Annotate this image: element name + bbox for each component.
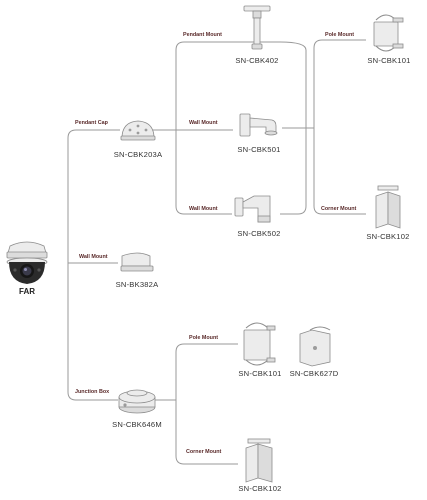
pole-mount-icon-bottom: [243, 322, 276, 366]
small-wall-mount-icon: [120, 252, 154, 272]
label-pendant-mount: Pendant Mount: [183, 32, 222, 38]
model-pendant-mount: SN-CBK402: [235, 56, 278, 65]
junction-box-icon: [118, 389, 156, 414]
connector-lines: [67, 39, 366, 465]
connector-labels: Pendant Cap Pendant Mount Wall Mount Wal…: [75, 32, 357, 455]
model-junction-box: SN-CBK646M: [112, 420, 162, 429]
label-wall-mount-c: Wall Mount: [79, 254, 108, 260]
label-pole-mount-b: Pole Mount: [189, 335, 218, 341]
model-corner-mount-top: SN-CBK102: [366, 232, 409, 241]
main-trunk-line: [67, 129, 118, 401]
ptz-dome-camera-icon: [6, 241, 48, 284]
corner-mount-icon-top: [375, 185, 401, 229]
model-pole-mount-bottom: SN-CBK101: [238, 369, 281, 378]
model-pole-mount-627: SN-CBK627D: [290, 369, 339, 378]
label-pole-mount-a: Pole Mount: [325, 32, 354, 38]
label-pendant-cap: Pendant Cap: [75, 120, 109, 126]
model-wall-mount-501: SN-CBK501: [237, 145, 280, 154]
label-wall-mount-b: Wall Mount: [189, 206, 218, 212]
pendant-cap-branch-line: [153, 41, 233, 215]
junction-box-branch-line: [155, 343, 238, 465]
model-wall-mount-502: SN-CBK502: [237, 229, 280, 238]
wall-mount-bracket-icon-501: [239, 113, 278, 137]
label-wall-mount-a: Wall Mount: [189, 120, 218, 126]
wall-mount-bracket-icon-502: [234, 195, 271, 223]
model-small-wall-mount: SN-BK382A: [116, 280, 159, 289]
model-corner-mount-bottom: SN-CBK102: [238, 484, 281, 493]
pole-mount-icon-627: [299, 326, 331, 367]
pendant-mount-icon: [243, 5, 271, 50]
label-corner-mount-a: Corner Mount: [321, 206, 357, 212]
label-junction-box: Junction Box: [75, 389, 109, 395]
model-pole-mount-top: SN-CBK101: [367, 56, 410, 65]
label-corner-mount-b: Corner Mount: [186, 449, 222, 455]
model-pendant-cap: SN-CBK203A: [114, 150, 163, 159]
camera-name: FAR: [19, 287, 35, 296]
pole-mount-icon-top: [373, 14, 404, 52]
corner-mount-icon-bottom: [245, 438, 273, 483]
right-branch-line: [279, 41, 307, 215]
pole-corner-branch-line: [306, 39, 366, 215]
pendant-cap-icon: [120, 120, 156, 141]
